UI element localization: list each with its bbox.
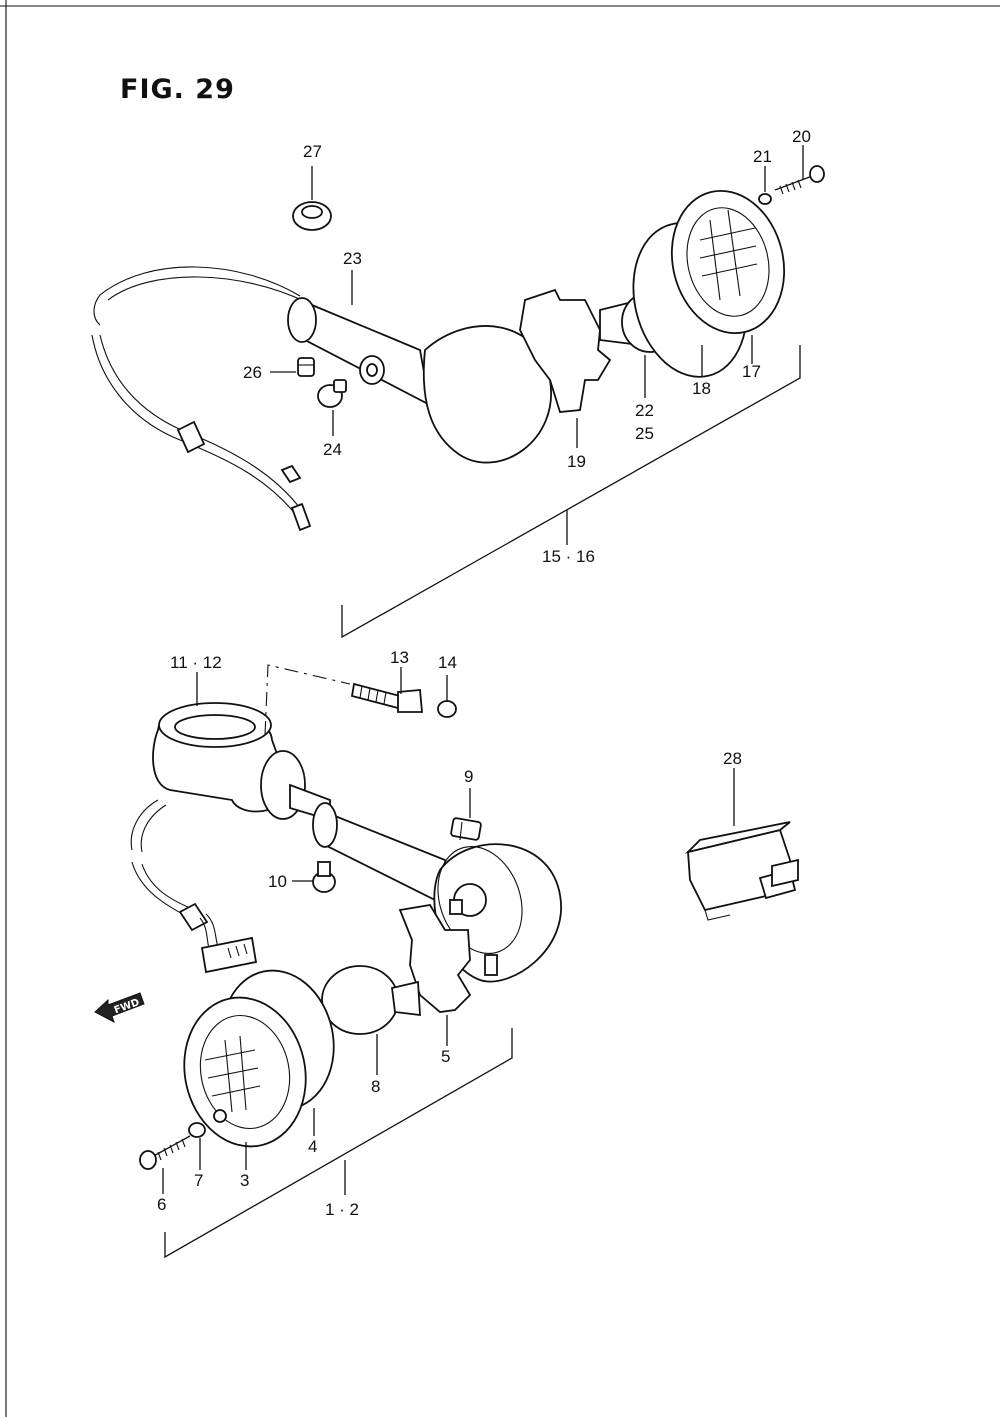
- part-10-screw: [312, 861, 336, 893]
- callout-4: 4: [308, 1137, 317, 1156]
- callout-6: 6: [157, 1195, 166, 1214]
- bracket-1-2: [164, 1028, 513, 1259]
- part-17-lens: [670, 189, 786, 335]
- part-20-screw: [774, 165, 825, 195]
- part-26-screw: [297, 357, 315, 377]
- callout-18: 18: [692, 379, 711, 398]
- bracket-15-16: [341, 345, 801, 639]
- part-7-washer: [188, 1122, 206, 1138]
- part-6-screw: [139, 1135, 191, 1170]
- part-28-relay: [685, 821, 799, 921]
- fwd-arrow-icon: FWD: [94, 992, 145, 1024]
- callout-27: 27: [303, 142, 322, 161]
- callout-10: 10: [268, 872, 287, 891]
- part-9-screw: [450, 817, 482, 841]
- callout-14: 14: [438, 653, 457, 672]
- part-23-wire-upper: [93, 266, 301, 326]
- part-3-lens: [183, 996, 307, 1148]
- callout-25: 25: [635, 424, 654, 443]
- part-24-cap: [317, 379, 347, 408]
- part-27-grommet: [292, 201, 332, 231]
- callout-23: 23: [343, 249, 362, 268]
- callout-15-16: 15 · 16: [542, 547, 595, 566]
- callout-22: 22: [635, 401, 654, 420]
- callout-19: 19: [567, 452, 586, 471]
- callout-28: 28: [723, 749, 742, 768]
- part-21-washer: [758, 193, 772, 205]
- part-14-nut: [437, 700, 457, 718]
- part-8-bulb: [321, 965, 421, 1035]
- callout-7: 7: [194, 1171, 203, 1190]
- callout-20: 20: [792, 127, 811, 146]
- fwd-label: FWD: [113, 997, 141, 1016]
- part-23-housing: [287, 297, 553, 464]
- callout-17: 17: [742, 362, 761, 381]
- part-13-bolt: [350, 682, 423, 713]
- callout-5: 5: [441, 1047, 450, 1066]
- figure-title: FIG. 29: [120, 74, 235, 105]
- callout-1-2: 1 · 2: [325, 1200, 359, 1219]
- part-19-reflector: [519, 288, 612, 413]
- callout-13: 13: [390, 648, 409, 667]
- part-11-12-clamp: [152, 702, 306, 820]
- callout-9: 9: [464, 767, 473, 786]
- callout-11-12: 11 · 12: [170, 653, 222, 672]
- connector: [200, 936, 258, 974]
- callout-3: 3: [240, 1171, 249, 1190]
- callout-24: 24: [323, 440, 342, 459]
- callout-26: 26: [243, 363, 262, 382]
- callout-21: 21: [753, 147, 772, 166]
- callout-8: 8: [371, 1077, 380, 1096]
